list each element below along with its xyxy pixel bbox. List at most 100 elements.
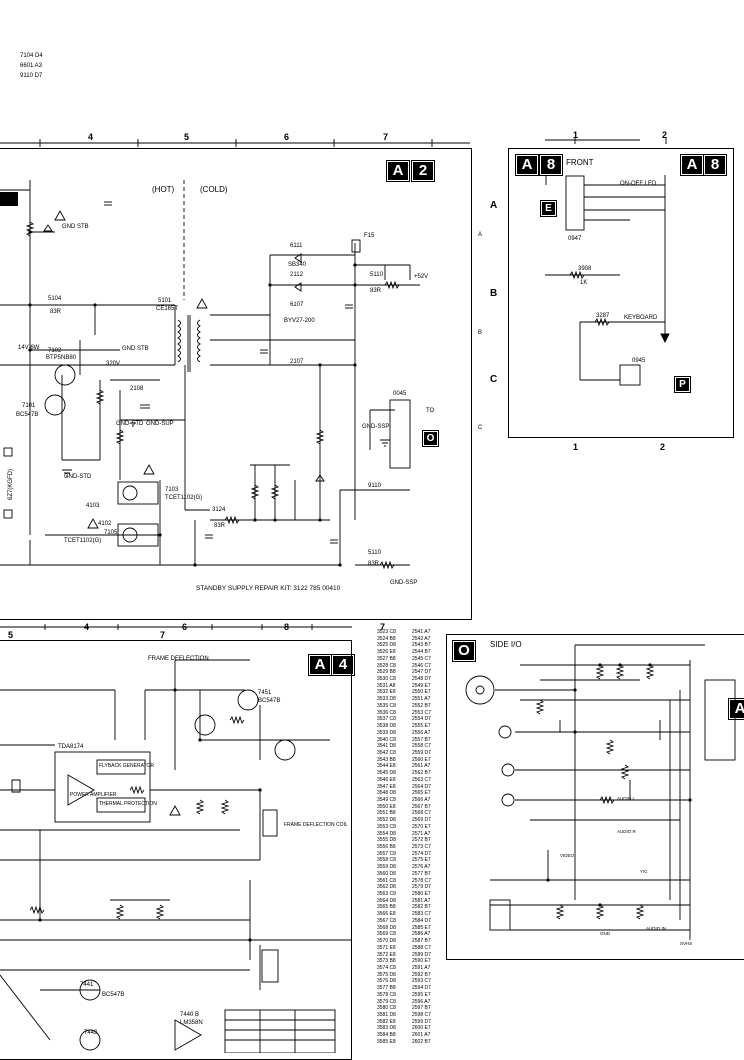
plus52v-label: +52V bbox=[414, 274, 429, 280]
connector-to-label: TO bbox=[426, 408, 435, 414]
a8-col-1: 1 bbox=[573, 130, 579, 140]
parts-list-entry: 3567 C8 bbox=[377, 917, 396, 924]
gnd-stb-label: GND STB bbox=[62, 224, 89, 230]
a8-connector-p: P bbox=[674, 376, 691, 393]
parts-list-entry: 2582 B7 bbox=[412, 904, 431, 911]
parts-list-entry: 2587 B7 bbox=[412, 938, 431, 945]
repair-kit-note: STANDBY SUPPLY REPAIR KIT: 3122 785 0041… bbox=[196, 585, 341, 592]
parts-list-entry: 2600 E7 bbox=[412, 1025, 431, 1032]
a8-front-title: FRONT bbox=[566, 158, 594, 167]
parts-list-entry: 3564 D8 bbox=[377, 897, 396, 904]
parts-list-entry: 3569 C8 bbox=[377, 931, 396, 938]
parts-list-entry: 2589 D7 bbox=[412, 951, 431, 958]
parts-list-entry: 2580 E7 bbox=[412, 891, 431, 898]
o-audio-l: AUDIO L bbox=[617, 796, 636, 801]
parts-list-entry: 2593 C7 bbox=[412, 978, 431, 985]
connector-0045: 0045 bbox=[393, 391, 407, 397]
parts-list-entry: 2564 D7 bbox=[412, 783, 431, 790]
part-7105-type: TCET1102(G) bbox=[64, 538, 102, 544]
parts-list-entry: 2574 D7 bbox=[412, 850, 431, 857]
part-5110-value: 83R bbox=[370, 288, 382, 294]
parts-list-entry: 3549 C8 bbox=[377, 796, 396, 803]
connector-o-badge: O bbox=[422, 430, 439, 447]
parts-list-entry: 3561 C8 bbox=[377, 877, 396, 884]
gnd-ssp-label: GND-SSP bbox=[362, 424, 390, 430]
parts-list-entry: 2571 A7 bbox=[412, 830, 431, 837]
panel-a2-badge-number: 2 bbox=[411, 160, 435, 182]
a4-tr-7441-type: BC547B bbox=[102, 992, 125, 998]
parts-list-entry: 3562 D8 bbox=[377, 884, 396, 891]
mid-ruler-7: 7 bbox=[160, 630, 166, 640]
parts-list-entry: 3584 B8 bbox=[377, 1032, 396, 1039]
parts-list-entry: 3541 D8 bbox=[377, 743, 396, 750]
parts-list-entry: 3585 E8 bbox=[377, 1038, 396, 1045]
ruler-top-7: 7 bbox=[383, 132, 389, 142]
panel-a8-badge-number: 8 bbox=[539, 154, 563, 176]
parts-list-entry: 2586 A7 bbox=[412, 931, 431, 938]
a4-ic-7440-type: LM358N bbox=[180, 1020, 203, 1026]
mid-ruler-7b: 7 bbox=[380, 622, 386, 632]
parts-list-entry: 2565 E7 bbox=[412, 790, 431, 797]
parts-list-entry: 2542 A7 bbox=[412, 635, 431, 642]
parts-list-entry: 3571 E8 bbox=[377, 944, 396, 951]
transformer-id: 5101 bbox=[158, 298, 172, 304]
a8-keyboard-label: KEYBOARD bbox=[624, 315, 658, 321]
parts-list-entry: 3540 C8 bbox=[377, 736, 396, 743]
parts-list-entry: 3546 E8 bbox=[377, 776, 396, 783]
part-5110: 5110 bbox=[370, 272, 383, 278]
parts-list-entry: 2570 E7 bbox=[412, 823, 431, 830]
parts-list-entry: 3568 D8 bbox=[377, 924, 396, 931]
part-7101-type: BC547B bbox=[16, 412, 39, 418]
transformer-part: CE165T bbox=[156, 306, 179, 312]
panel-a8-badge-letter: A bbox=[515, 154, 539, 176]
a8-connector-e: E bbox=[540, 200, 557, 217]
parts-list-entry: 3551 B8 bbox=[377, 810, 396, 817]
o-audio-r: AUDIO R bbox=[617, 829, 636, 834]
parts-list-entry: 2581 A7 bbox=[412, 897, 431, 904]
parts-list-entry: 3529 B8 bbox=[377, 669, 396, 676]
row-a-small: A bbox=[478, 232, 483, 238]
row-c: C bbox=[490, 374, 498, 385]
parts-list-entry: 3570 D8 bbox=[377, 938, 396, 945]
parts-list-entry: 2590 E7 bbox=[412, 958, 431, 965]
gnd-std-label: GND-STD bbox=[64, 474, 92, 480]
parts-list-entry: 2598 C7 bbox=[412, 1011, 431, 1018]
row-b-small: B bbox=[478, 330, 483, 336]
part-6111-type: SB340 bbox=[288, 262, 307, 268]
parts-list-entry: 3558 C8 bbox=[377, 857, 396, 864]
a8-connector-0947: 0947 bbox=[568, 236, 582, 242]
parts-list-entry: 3523 C8 bbox=[377, 629, 396, 635]
parts-list-entry: 2544 B7 bbox=[412, 649, 431, 656]
parts-list-entry: 2597 B7 bbox=[412, 1005, 431, 1012]
parts-list-entry: 2557 B7 bbox=[412, 736, 431, 743]
part-5104: 5104 bbox=[48, 296, 62, 302]
parts-list-entry: 2556 A7 bbox=[412, 729, 431, 736]
parts-list-entry: 2552 B7 bbox=[412, 702, 431, 709]
parts-list-entry: 2601 A7 bbox=[412, 1032, 431, 1039]
parts-list-entry: 2562 B7 bbox=[412, 770, 431, 777]
part-5110b-value: 83R bbox=[368, 561, 380, 567]
parts-list-entry: 2547 D7 bbox=[412, 669, 431, 676]
parts-list-entry: 3539 D8 bbox=[377, 729, 396, 736]
a4-power-amplifier: POWER AMPLIFIER bbox=[70, 792, 117, 798]
parts-list-entry: 3553 C8 bbox=[377, 823, 396, 830]
part-7101: 7101 bbox=[22, 403, 36, 409]
parts-list-entry: 2591 A7 bbox=[412, 964, 431, 971]
panel-o-link-marker-a: A bbox=[728, 698, 744, 720]
parts-list-entry: 3574 C8 bbox=[377, 964, 396, 971]
a4-ic-title: TDA8174 bbox=[58, 744, 84, 750]
parts-list-entry: 3548 D8 bbox=[377, 790, 396, 797]
parts-list-entry: 3566 E8 bbox=[377, 911, 396, 918]
standby-rating: 14V 6W bbox=[18, 345, 40, 351]
ruler-top-6: 6 bbox=[284, 132, 290, 142]
parts-list-entry: 3524 B8 bbox=[377, 635, 396, 642]
parts-list-entry: 3552 D8 bbox=[377, 817, 396, 824]
a8-part-3908-value: 1K bbox=[580, 280, 588, 286]
parts-list-entry: 2596 A7 bbox=[412, 998, 431, 1005]
parts-list-entry: 3536 C8 bbox=[377, 709, 396, 716]
panel-o bbox=[446, 634, 744, 960]
part-4103: 4103 bbox=[86, 503, 100, 509]
v320-label: 320V bbox=[106, 361, 121, 367]
zone-hot-label: (HOT) bbox=[152, 185, 175, 194]
